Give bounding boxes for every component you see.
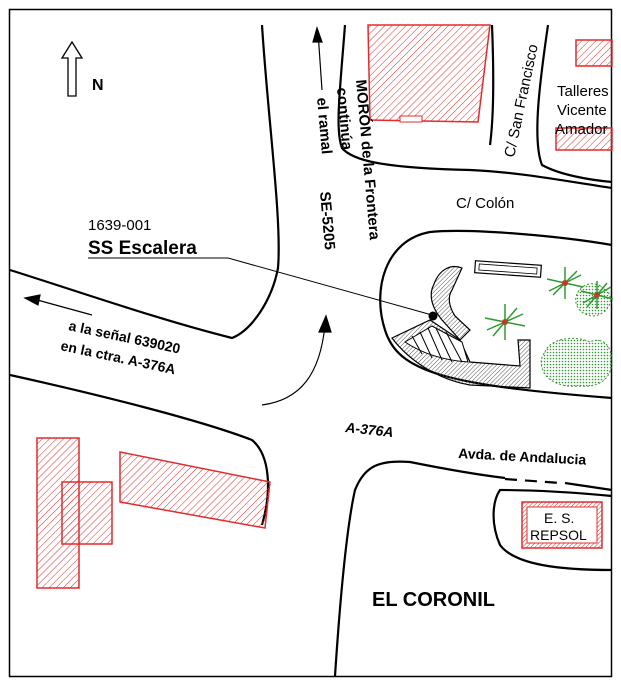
label-avda-andalucia: Avda. de Andalucia — [458, 445, 587, 468]
north-arrow-icon — [60, 40, 84, 97]
label-el-ramal: el ramal — [313, 97, 335, 155]
buildings — [36, 24, 613, 589]
label-colon: C/ Colón — [456, 195, 514, 212]
label-repsol: REPSOL — [530, 527, 587, 543]
stair-monument — [391, 260, 542, 389]
road-dashed — [504, 477, 561, 485]
label-vicente: Vicente — [557, 102, 607, 119]
shrub — [540, 337, 613, 387]
label-san-francisco: C/ San Francisco — [501, 43, 542, 159]
shrub — [575, 283, 611, 317]
survey-point — [428, 311, 438, 321]
label-amador: Amador — [555, 121, 608, 138]
direction-arrows — [23, 26, 332, 406]
label-continua: continúa — [333, 87, 355, 151]
map-frame — [8, 8, 613, 678]
leader-line — [88, 257, 433, 316]
survey-code: 1639-001 — [88, 217, 151, 234]
label-a376a: A-376A — [344, 419, 395, 440]
north-label: N — [92, 77, 104, 94]
label-el-coronil: EL CORONIL — [372, 589, 495, 611]
label-se-5205: SE-5205 — [316, 191, 338, 251]
label-es: E. S. — [544, 510, 574, 526]
label-talleres: Talleres — [557, 83, 609, 100]
survey-name: SS Escalera — [88, 238, 197, 259]
